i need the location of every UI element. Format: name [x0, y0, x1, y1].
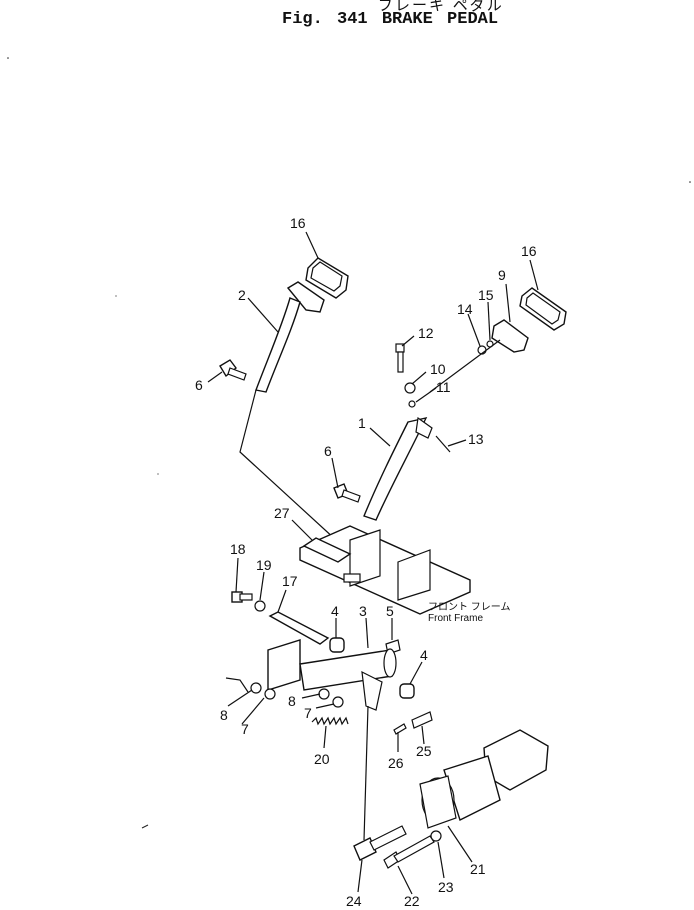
left-pedal-arm [255, 281, 325, 393]
front-frame-bracket [299, 525, 471, 615]
nut-7-left [264, 688, 276, 700]
bolt-middle [333, 483, 361, 503]
callout-10: 10 [430, 361, 446, 377]
washer-19 [254, 600, 266, 612]
bolt-12 [395, 343, 405, 373]
callout-5: 5 [386, 603, 394, 619]
bolt-25 [411, 711, 433, 729]
callout-3: 3 [359, 603, 367, 619]
front-frame-english: Front Frame [428, 613, 484, 624]
callout-20: 20 [314, 751, 330, 767]
callout-19: 19 [256, 557, 272, 573]
bolt-18 [231, 591, 253, 603]
bushing-lower [399, 683, 415, 699]
callout-8-left: 8 [220, 707, 228, 723]
callout-7-left: 7 [241, 721, 249, 737]
callout-8-right: 8 [288, 693, 296, 709]
washer-8-left [250, 682, 262, 694]
callout-25: 25 [416, 743, 432, 759]
plate-27 [302, 537, 352, 563]
callout-24: 24 [346, 893, 362, 909]
shaft-17 [268, 611, 330, 645]
cross-shaft-3 [267, 639, 397, 711]
figure-name: BRAKE PEDAL [381, 10, 499, 29]
scan-specks [7, 57, 691, 829]
front-frame-annotation: フロント フレーム Front Frame [428, 602, 510, 624]
callout-6-upper: 6 [195, 377, 203, 393]
callout-9: 9 [498, 267, 506, 283]
right-pedal-arm [363, 416, 433, 521]
callout-4-lower: 4 [420, 647, 428, 663]
bolt-upper-left [219, 359, 247, 381]
front-frame-japanese: フロント フレーム [428, 602, 511, 613]
bushing-upper [329, 637, 345, 653]
figure-number: Fig. 341 [282, 10, 368, 29]
spring-13 [435, 435, 451, 453]
bolt-22 [383, 835, 435, 869]
callout-17: 17 [282, 573, 298, 589]
linkage-line-left [239, 389, 337, 541]
callout-18: 18 [230, 541, 246, 557]
pin-11 [408, 400, 416, 408]
callout-14: 14 [457, 301, 473, 317]
pedal-pad-right [519, 287, 567, 331]
callout-6-middle: 6 [324, 443, 332, 459]
callout-22: 22 [404, 893, 420, 909]
callout-27: 27 [274, 505, 290, 521]
clevis-24 [353, 825, 407, 861]
callout-1: 1 [358, 415, 366, 431]
figure-title: Fig. 341 BRAKE PEDAL [282, 10, 498, 29]
callout-13: 13 [468, 431, 484, 447]
callout-12: 12 [418, 325, 434, 341]
callout-16-right: 16 [521, 243, 537, 259]
callout-15: 15 [478, 287, 494, 303]
callout-7-right: 7 [304, 705, 312, 721]
nut-7-right [332, 696, 344, 708]
linkage-line-right [429, 339, 501, 393]
washer-23 [430, 830, 442, 842]
callout-4-upper: 4 [331, 603, 339, 619]
callout-23: 23 [438, 879, 454, 895]
pin-26 [393, 723, 407, 735]
callout-21: 21 [470, 861, 486, 877]
washer-8-right [318, 688, 330, 700]
master-cylinder-21 [419, 729, 549, 829]
leader-lines [207, 231, 539, 895]
callout-26: 26 [388, 755, 404, 771]
title-japanese: ブレーキ ペダル [378, 0, 504, 14]
callout-2: 2 [238, 287, 246, 303]
return-spring-20 [311, 716, 349, 726]
callout-11: 11 [436, 379, 451, 395]
pedal-plate-right [491, 319, 529, 353]
callout-16-left: 16 [290, 215, 306, 231]
callout-labels: 16 2 6 16 9 15 14 12 10 11 1 13 6 27 18 … [195, 215, 537, 909]
push-rod-line [363, 705, 369, 841]
nut-10 [404, 382, 416, 394]
